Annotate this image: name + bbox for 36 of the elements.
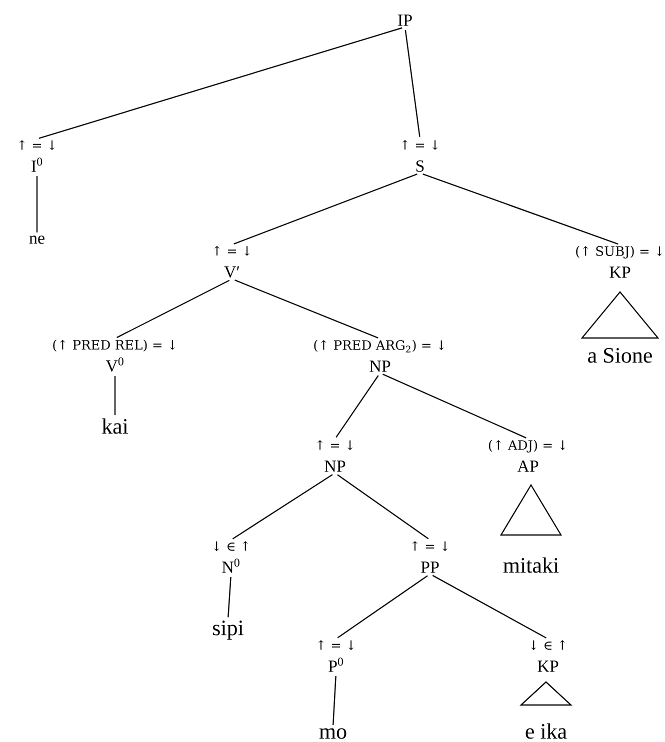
branch-line	[228, 576, 232, 618]
word-label: sipi	[213, 620, 244, 640]
category-label: ↑ = ↓ NP	[317, 440, 353, 472]
branch-line	[332, 676, 336, 726]
branch-line	[336, 375, 379, 438]
branch-line	[116, 280, 230, 338]
category-label: (↑ ADJ) = ↓ AP	[488, 440, 566, 472]
category-label: ↑ = ↓ I$^{0}$	[19, 140, 55, 172]
category-label: (↑ PRED ARG$_{2}$) = ↓ NP	[314, 340, 444, 372]
category-label: ↑ = ↓ S	[402, 140, 438, 172]
category-label: (↑ PRED REL) = ↓ V$^{0}$	[53, 340, 176, 372]
category-label: ↓ ∈ ↑ KP	[530, 640, 566, 672]
word-label: kai	[102, 418, 128, 434]
branch-line	[337, 474, 429, 540]
branch-line	[234, 280, 378, 339]
branch-line	[38, 27, 402, 139]
branch-line	[36, 176, 38, 232]
category-label: IP	[398, 14, 412, 26]
branch-line	[234, 174, 418, 245]
branch-line	[382, 374, 526, 438]
branch-line	[114, 376, 116, 416]
branch-line	[404, 30, 420, 137]
branch-line	[422, 173, 618, 245]
category-label: ↑ = ↓ V′	[214, 246, 250, 278]
branch-line	[432, 574, 547, 638]
category-label: ↑ = ↓ P$^{0}$	[318, 640, 354, 672]
category-label: (↑ SUBJ) = ↓ KP	[576, 246, 662, 278]
category-label: ↓ ∈ ↑ N$^{0}$	[214, 541, 248, 573]
word-label: ne	[29, 236, 44, 244]
word-label: a Sione	[588, 348, 652, 363]
branch-line	[232, 474, 333, 540]
branch-line	[337, 575, 428, 638]
category-label: ↑ = ↓ PP	[412, 541, 448, 573]
word-label: mo	[319, 728, 346, 739]
word-label: e ika	[526, 723, 567, 739]
word-label: mitaki	[503, 557, 559, 573]
